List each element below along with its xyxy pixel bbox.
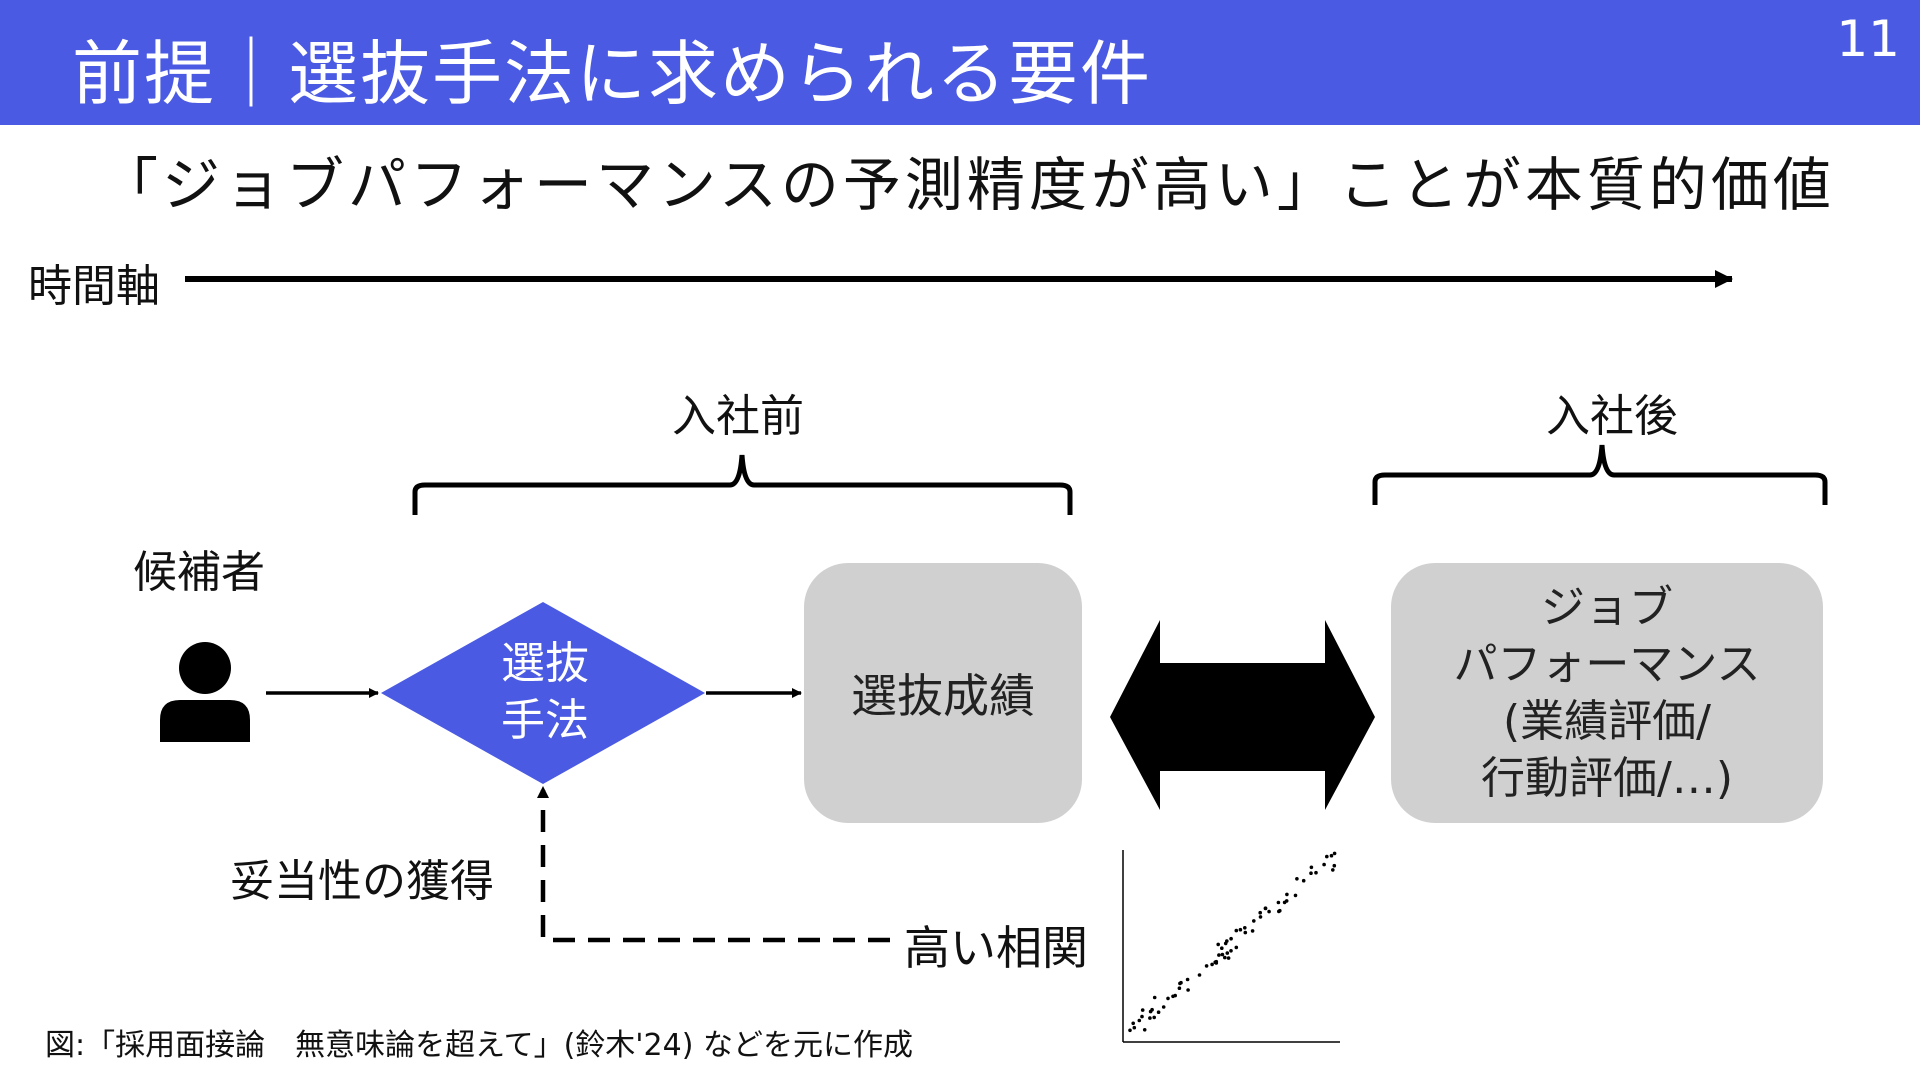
page-title: 前提｜選抜手法に求められる要件 [72, 33, 1152, 115]
page-number: 11 [1836, 10, 1900, 68]
scatter-dot [1252, 919, 1256, 923]
scatter-dot [1132, 1025, 1137, 1030]
selection-score-label: 選抜成績 [851, 669, 1035, 723]
selection-score-box: 選抜成績 [804, 563, 1082, 823]
scatter-dot [1185, 977, 1190, 982]
scatter-dot [1243, 926, 1247, 930]
scatter-dot [1179, 980, 1183, 985]
validity-arrowhead [537, 786, 549, 798]
selection-method-line-2: 手法 [501, 695, 589, 747]
scatter-dot [1225, 951, 1230, 955]
scatter-dot [1152, 995, 1157, 1000]
double-arrow-icon [1110, 620, 1375, 810]
subtitle: 「ジョブパフォーマンスの予測精度が高い」ことが本質的価値 [100, 151, 1835, 219]
correlation-label: 高い相関 [904, 921, 1088, 975]
scatter-dot [1293, 893, 1298, 898]
scatter-dot [1140, 1014, 1144, 1019]
scatter-dot [1314, 870, 1318, 875]
scatter-dot [1216, 942, 1220, 947]
job-performance-line-3: (業績評価/ [1503, 696, 1711, 747]
scatter-dot [1128, 1028, 1132, 1033]
scatter-dot [1204, 964, 1209, 968]
scatter-dot [1276, 900, 1281, 905]
scatter-dot [1223, 955, 1227, 960]
scatter-dot [1186, 988, 1190, 992]
scatter-dot [1322, 862, 1326, 867]
scatter-dot [1161, 1005, 1166, 1009]
pre-hire-label: 入社前 [672, 391, 804, 442]
scatter-dot [1331, 868, 1335, 872]
scatter-dot [1150, 1007, 1154, 1012]
scatter-dot [1152, 1015, 1156, 1020]
scatter-dot [1258, 915, 1263, 919]
timeline-label: 時間軸 [28, 261, 160, 312]
scatter-dot [1166, 996, 1170, 1001]
scatter-dot [1267, 909, 1271, 914]
job-performance-line-4: 行動評価/…) [1481, 753, 1733, 805]
scatter-dot [1332, 863, 1337, 868]
scatter-dot [1177, 986, 1182, 990]
scatter-dot [1220, 952, 1225, 957]
scatter-dot [1243, 930, 1248, 935]
scatter-dot [1214, 961, 1218, 965]
scatter-dot [1142, 1028, 1147, 1032]
scatter-dot [1284, 899, 1289, 903]
scatter-plot-icon [1122, 850, 1340, 1043]
scatter-dot [1238, 927, 1243, 932]
scatter-dot [1263, 906, 1268, 910]
scatter-dot [1217, 953, 1221, 957]
job-performance-box: ジョブ パフォーマンス (業績評価/ 行動評価/…) [1391, 563, 1823, 823]
scatter-dot [1301, 878, 1306, 883]
scatter-dot [1285, 892, 1289, 897]
scatter-dot [1329, 853, 1334, 858]
scatter-dot [1234, 928, 1239, 933]
scatter-dot [1250, 929, 1255, 933]
scatter-dot [1148, 1016, 1152, 1020]
scatter-dot [1137, 1018, 1142, 1023]
selection-method-label: 選抜 手法 [470, 635, 620, 749]
post-hire-label: 入社後 [1546, 391, 1678, 442]
scatter-dot [1278, 908, 1282, 913]
scatter-dot [1220, 946, 1224, 950]
scatter-dot [1229, 936, 1233, 941]
validity-label: 妥当性の獲得 [230, 856, 494, 907]
scatter-dot [1173, 993, 1177, 998]
selection-method-diamond [381, 602, 705, 784]
scatter-dot [1309, 865, 1314, 870]
scatter-dot [1226, 956, 1231, 960]
scatter-dot [1156, 1010, 1161, 1014]
header-bar: 前提｜選抜手法に求められる要件 11 [0, 0, 1920, 125]
job-performance-line-2: パフォーマンス [1453, 638, 1761, 690]
job-performance-label: ジョブ パフォーマンス (業績評価/ 行動評価/…) [1453, 579, 1760, 808]
scatter-dot [1332, 851, 1337, 856]
validity-feedback-path [540, 790, 890, 943]
pre-hire-brace [412, 454, 1073, 515]
scatter-dot [1140, 1008, 1145, 1012]
scatter-dot [1309, 871, 1313, 875]
scatter-dot [1295, 877, 1299, 881]
scatter-dot [1131, 1021, 1135, 1026]
person-icon [160, 642, 250, 742]
source-citation: 図:「採用面接論 無意味論を超えて」(鈴木'24) などを元に作成 [45, 1028, 913, 1063]
scatter-dot [1229, 949, 1233, 953]
scatter-dot [1234, 945, 1239, 950]
scatter-dot [1325, 854, 1329, 859]
scatter-dot [1258, 910, 1262, 915]
job-performance-line-1: ジョブ [1541, 581, 1673, 633]
post-hire-brace [1372, 444, 1828, 505]
scatter-dot [1197, 973, 1202, 977]
selection-method-line-1: 選抜 [501, 638, 589, 689]
scatter-dot [1210, 962, 1214, 967]
candidate-label: 候補者 [133, 547, 265, 598]
scatter-dot [1223, 941, 1228, 946]
